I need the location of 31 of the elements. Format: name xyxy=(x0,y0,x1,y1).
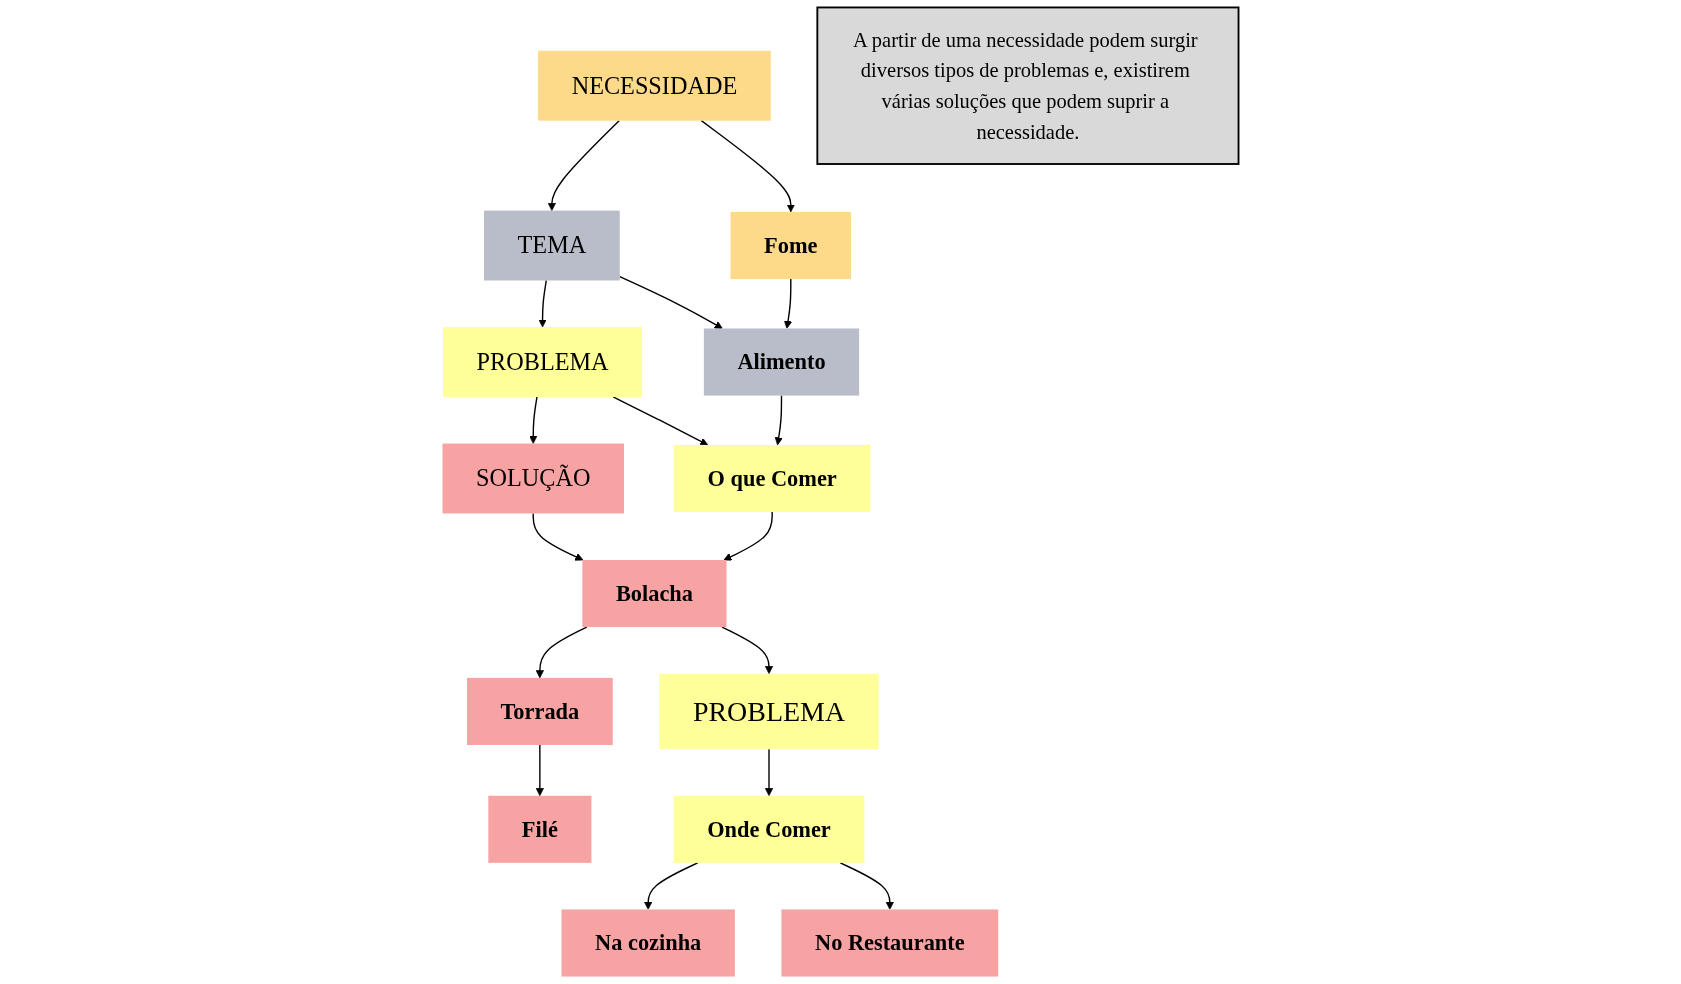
arrow xyxy=(535,626,588,679)
arrow xyxy=(538,279,547,328)
node-box: PROBLEMA xyxy=(659,673,879,750)
node-box: SOLUÇÃO xyxy=(442,443,624,514)
arrow xyxy=(784,278,793,329)
arrow xyxy=(839,862,894,910)
arrow xyxy=(764,748,774,797)
node-box: TEMA xyxy=(484,210,620,281)
node-box: PROBLEMA xyxy=(443,327,643,397)
arrow xyxy=(619,275,723,329)
node-box: A partir de uma necessidade podem surgir diversos tipos de problemas e, existirem várias soluções que podem suprir a necessidade. xyxy=(816,6,1240,165)
arrow xyxy=(723,511,773,561)
arrow xyxy=(532,512,584,561)
arrow xyxy=(644,862,699,910)
arrow xyxy=(535,744,544,797)
arrow xyxy=(774,394,783,446)
node-box: No Restaurante xyxy=(781,909,999,977)
node-box: NECESSIDADE xyxy=(538,50,771,121)
arrow xyxy=(547,119,620,211)
arrow xyxy=(700,119,795,213)
node-box: Torrada xyxy=(466,677,613,745)
node-box: Onde Comer xyxy=(673,795,865,863)
node-box: Alimento xyxy=(703,328,860,396)
arrow xyxy=(529,396,538,444)
node-box: Filé xyxy=(488,795,592,863)
node-box: Bolacha xyxy=(582,560,727,628)
node-box: Fome xyxy=(730,212,852,280)
arrow xyxy=(612,396,709,446)
node-box: Na cozinha xyxy=(561,909,735,977)
arrow xyxy=(721,626,774,675)
node-box: O que Comer xyxy=(674,444,871,513)
